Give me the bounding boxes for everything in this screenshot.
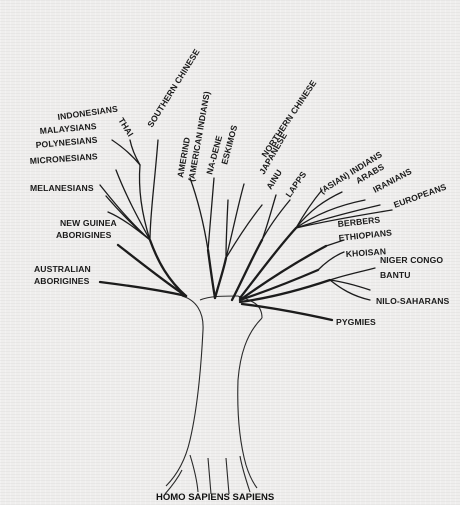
label-bantu: BANTU [380,270,411,280]
label-niger-congo: NIGER CONGO [380,255,443,265]
label-malaysians: MALAYSIANS [39,121,97,136]
label-nilo-saharans: NILO-SAHARANS [376,296,450,306]
left-branches [98,139,188,298]
label-europeans: EUROPEANS [392,181,448,209]
label-new-guinea-line2: ABORIGINES [56,230,112,240]
label-northern-chinese: NORTHERN CHINESE [259,78,318,159]
diagram-caption: HOMO SAPIENS SAPIENS [156,492,274,503]
label-khoisan: KHOISAN [345,246,386,259]
label-melanesians: MELANESIANS [30,183,94,193]
label-lapps: LAPPS [283,169,308,199]
label-eskimos: ESKIMOS [219,124,239,166]
label-berbers: BERBERS [337,215,381,229]
central-branches [189,177,291,302]
label-polynesians: POLYNESIANS [35,135,98,150]
label-pygmies: PYGMIES [336,317,376,327]
label-australian-line2: ABORIGINES [34,276,90,286]
label-indonesians: INDONESIANS [57,104,119,122]
label-ethiopians: ETHIOPIANS [338,227,392,243]
label-thai: THAI [116,116,135,139]
right-branches [238,189,393,322]
label-southern-chinese: SOUTHERN CHINESE [145,47,201,129]
label-australian-line1: AUSTRALIAN [34,264,91,274]
label-micronesians: MICRONESIANS [29,151,98,166]
tree-trunk [164,295,263,495]
label-new-guinea-line1: NEW GUINEA [60,218,117,228]
